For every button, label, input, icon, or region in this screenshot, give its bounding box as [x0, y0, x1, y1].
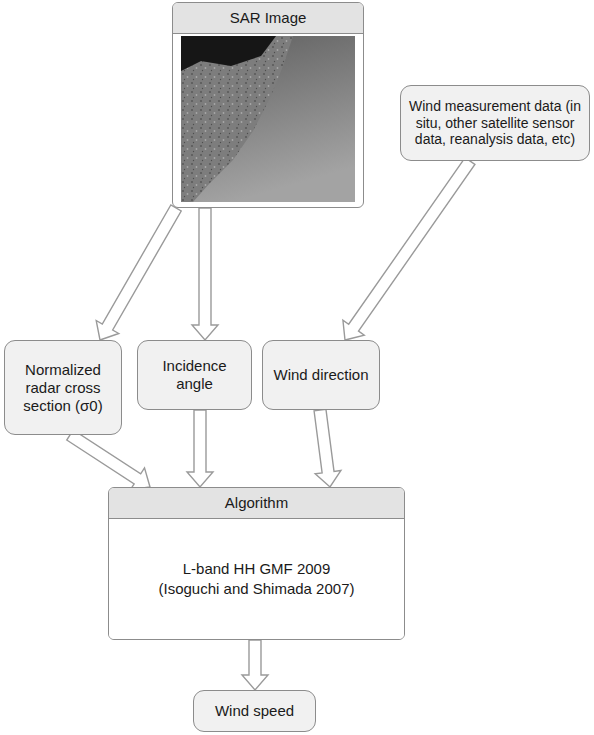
block-arrow	[67, 430, 150, 490]
block-arrow	[343, 158, 475, 340]
block-arrow	[187, 410, 213, 487]
box-heading: Algorithm	[109, 488, 404, 519]
box-heading: SAR Image	[173, 3, 363, 34]
dark-area	[181, 36, 276, 71]
algorithm-panel: AlgorithmL-band HH GMF 2009 (Isoguchi an…	[108, 487, 405, 640]
block-arrow	[192, 208, 218, 340]
box-text: Wind speed	[215, 702, 294, 720]
box-body: L-band HH GMF 2009 (Isoguchi and Shimada…	[109, 519, 404, 639]
box-text: Wind measurement data (in situ, other sa…	[409, 98, 581, 148]
data-source-box: Wind measurement data (in situ, other sa…	[400, 85, 590, 161]
box-text: Wind direction	[273, 366, 368, 384]
sea-area	[181, 36, 355, 202]
box-text: Incidence angle	[146, 357, 243, 393]
image-panel: SAR Image	[172, 2, 364, 208]
block-arrow	[314, 409, 341, 487]
land-area	[181, 36, 293, 202]
input-box: Wind direction	[262, 340, 380, 410]
box-text: Normalized radar cross section (σ0)	[13, 361, 113, 415]
input-box: Incidence angle	[137, 340, 252, 410]
image-frame	[173, 34, 363, 207]
box-text: L-band HH GMF 2009 (Isoguchi and Shimada…	[157, 559, 357, 600]
sar-image	[181, 36, 355, 202]
output-box: Wind speed	[193, 690, 316, 732]
block-arrow	[96, 205, 181, 340]
block-arrow	[242, 640, 268, 690]
input-box: Normalized radar cross section (σ0)	[4, 340, 122, 435]
